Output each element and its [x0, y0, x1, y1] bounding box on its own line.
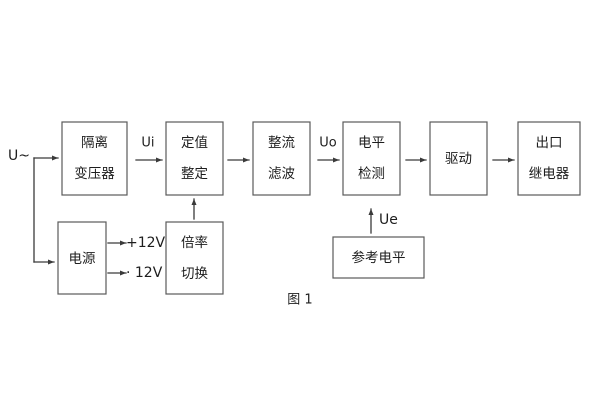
block-isolation-transformer-rect: [61, 121, 128, 196]
block-setting-value-line2: 整定: [181, 166, 208, 182]
block-setting-value-rect: [165, 121, 224, 196]
block-output-relay-line2: 继电器: [529, 166, 570, 182]
block-driver-line1: 驱动: [445, 151, 472, 167]
signal-label-input-source: U~: [8, 148, 30, 164]
block-reference-level-line1: 参考电平: [352, 249, 406, 266]
signal-label-ui: Ui: [141, 136, 154, 151]
block-output-relay-rect: [517, 121, 581, 196]
block-reference-level-rect: [332, 236, 425, 279]
block-output-relay[interactable]: 出口 继电器: [517, 121, 581, 196]
block-rectifier-filter-rect: [252, 121, 311, 196]
block-driver[interactable]: 驱动: [429, 121, 488, 196]
block-output-relay-line1: 出口: [536, 135, 563, 151]
signal-label-rail-negative: · 12V: [126, 265, 163, 281]
block-isolation-transformer-line2: 变压器: [74, 166, 115, 182]
signal-label-uo: Uo: [319, 136, 337, 151]
block-level-detection-line1: 电平: [358, 135, 385, 151]
signal-label-rail-positive: +12V: [126, 235, 166, 251]
block-power-supply-line1: 电源: [69, 251, 96, 267]
block-level-detection[interactable]: 电平 检测: [342, 121, 401, 196]
signal-label-ue: Ue: [379, 212, 398, 228]
block-level-detection-line2: 检测: [358, 166, 385, 182]
block-setting-value[interactable]: 定值 整定: [165, 121, 224, 196]
block-ratio-switch-line1: 倍率: [181, 234, 208, 251]
block-ratio-switch-rect: [165, 221, 224, 295]
block-setting-value-line1: 定值: [181, 135, 208, 151]
block-isolation-transformer-line1: 隔离: [81, 134, 108, 151]
block-reference-level[interactable]: 参考电平: [332, 236, 425, 279]
block-rectifier-filter-line2: 滤波: [268, 166, 295, 182]
block-power-supply-rect: [57, 221, 107, 295]
block-ratio-switch[interactable]: 倍率 切换: [165, 221, 224, 295]
block-ratio-switch-line2: 切换: [181, 266, 208, 282]
block-isolation-transformer[interactable]: 隔离 变压器: [61, 121, 128, 196]
block-rectifier-filter[interactable]: 整流 滤波: [252, 121, 311, 196]
block-level-detection-rect: [342, 121, 401, 196]
block-power-supply[interactable]: 电源: [57, 221, 107, 295]
block-rectifier-filter-line1: 整流: [268, 135, 295, 151]
figure-caption: 图 1: [287, 293, 312, 308]
block-driver-rect: [429, 121, 488, 196]
